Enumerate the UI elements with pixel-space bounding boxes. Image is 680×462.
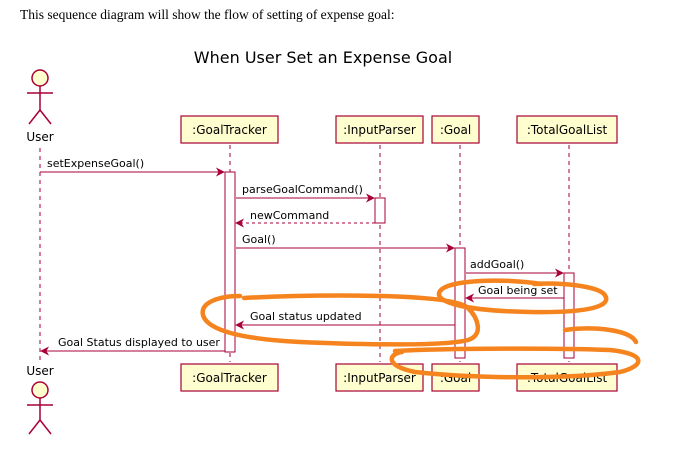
actor-user-top-label: User xyxy=(26,130,53,144)
activation-inputparser xyxy=(374,197,386,224)
actor-user-bottom xyxy=(27,381,53,435)
message-label: Goal status updated xyxy=(250,310,362,323)
scribble-goal-being-set xyxy=(436,278,609,315)
message-label: newCommand xyxy=(250,209,329,222)
svg-text::GoalTracker: :GoalTracker xyxy=(192,123,267,137)
scribble-goal-status-updated xyxy=(200,293,480,347)
participant-goaltracker-bottom: :GoalTracker xyxy=(180,363,279,392)
participant-goaltracker-top: :GoalTracker xyxy=(180,115,279,144)
actor-user-bottom-label: User xyxy=(26,364,53,378)
lifelines xyxy=(39,145,570,362)
intro-text: This sequence diagram will show the flow… xyxy=(20,7,395,22)
activation-totalgoallist xyxy=(563,272,575,359)
participant-inputparser-top: :InputParser xyxy=(335,115,424,144)
svg-text::TotalGoalList: :TotalGoalList xyxy=(527,123,608,137)
message-label: setExpenseGoal() xyxy=(47,157,144,170)
scribble-bottom-tail xyxy=(562,326,639,345)
message-arrows xyxy=(40,167,564,356)
participant-inputparser-bottom: :InputParser xyxy=(335,363,424,392)
annotation-scribbles xyxy=(200,278,641,380)
message-label: addGoal() xyxy=(470,258,524,271)
participant-totalgoallist-top: :TotalGoalList xyxy=(516,115,618,144)
message-label: parseGoalCommand() xyxy=(242,183,363,196)
svg-text::GoalTracker: :GoalTracker xyxy=(192,371,267,385)
svg-text::InputParser: :InputParser xyxy=(343,371,416,385)
actor-user-top xyxy=(27,69,53,125)
svg-text::InputParser: :InputParser xyxy=(343,123,416,137)
message-label: Goal Status displayed to user xyxy=(58,336,220,349)
activation-goaltracker xyxy=(224,171,236,353)
svg-text::Goal: :Goal xyxy=(440,123,471,137)
diagram-title: When User Set an Expense Goal xyxy=(194,48,452,67)
message-label: Goal being set xyxy=(478,284,558,297)
message-label: Goal() xyxy=(242,233,276,246)
participant-goal-top: :Goal xyxy=(431,115,480,144)
scribble-bottom-lower xyxy=(389,346,641,380)
